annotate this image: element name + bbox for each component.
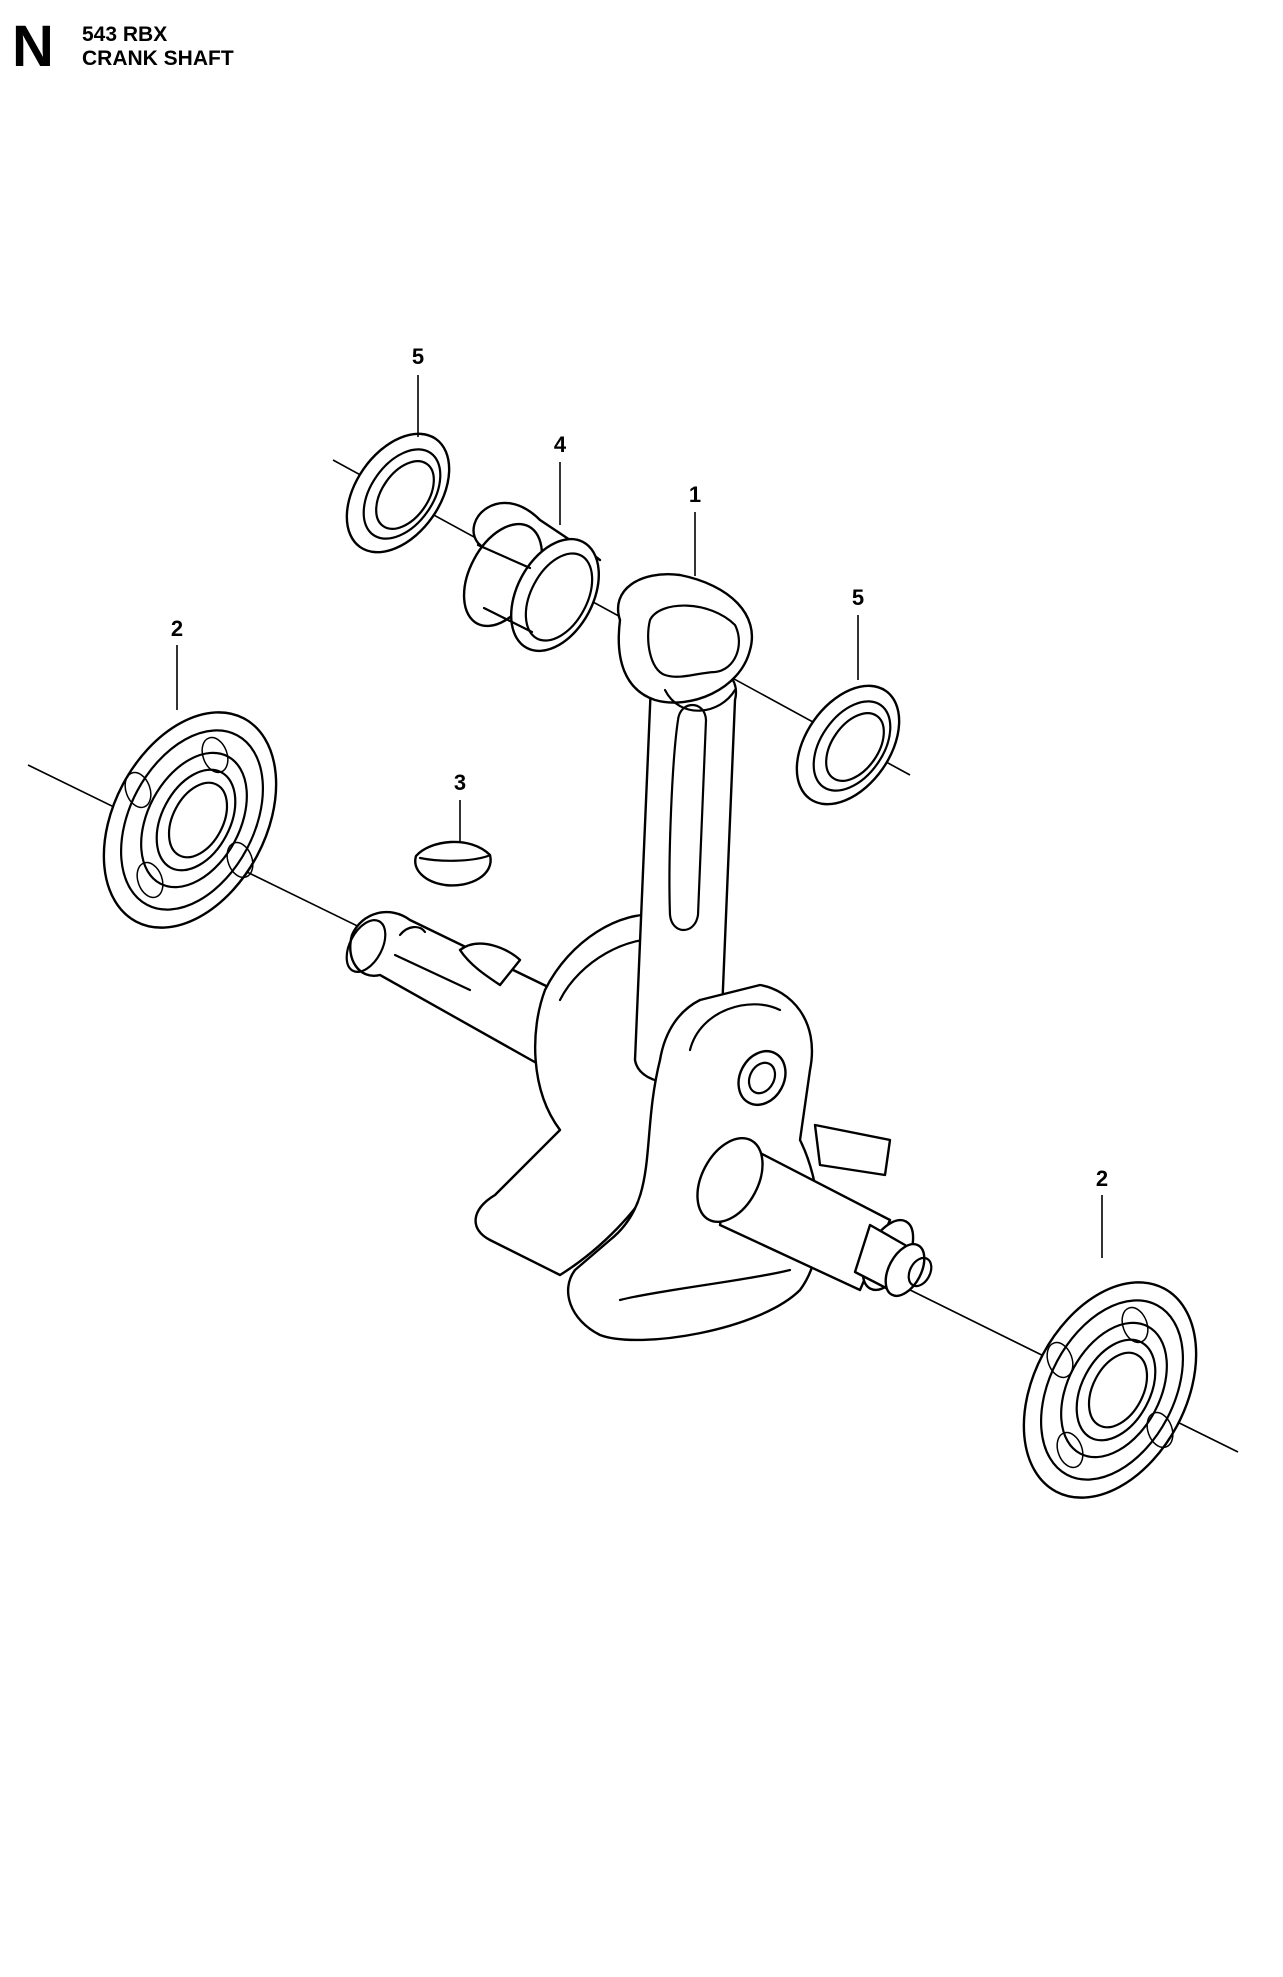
woodruff-key [414, 840, 492, 887]
seal-ring-right [795, 684, 901, 806]
callout-1: 1 [689, 482, 701, 507]
callout-2-right: 2 [1096, 1166, 1108, 1191]
ball-bearing-right [1022, 1281, 1198, 1499]
callout-4: 4 [554, 432, 567, 457]
callout-3: 3 [454, 770, 466, 795]
callout-5-right: 5 [852, 585, 864, 610]
ball-bearing-left [102, 711, 278, 929]
section-letter: N [12, 14, 54, 79]
model-name: 543 RBX [82, 23, 168, 46]
callout-2-left: 2 [171, 616, 183, 641]
seal-ring-upper-left [345, 432, 451, 554]
callout-5-upper: 5 [412, 344, 424, 369]
diagram-title: CRANK SHAFT [82, 47, 234, 70]
crankshaft-assembly [345, 573, 933, 1342]
needle-bearing-sleeve [462, 501, 602, 653]
